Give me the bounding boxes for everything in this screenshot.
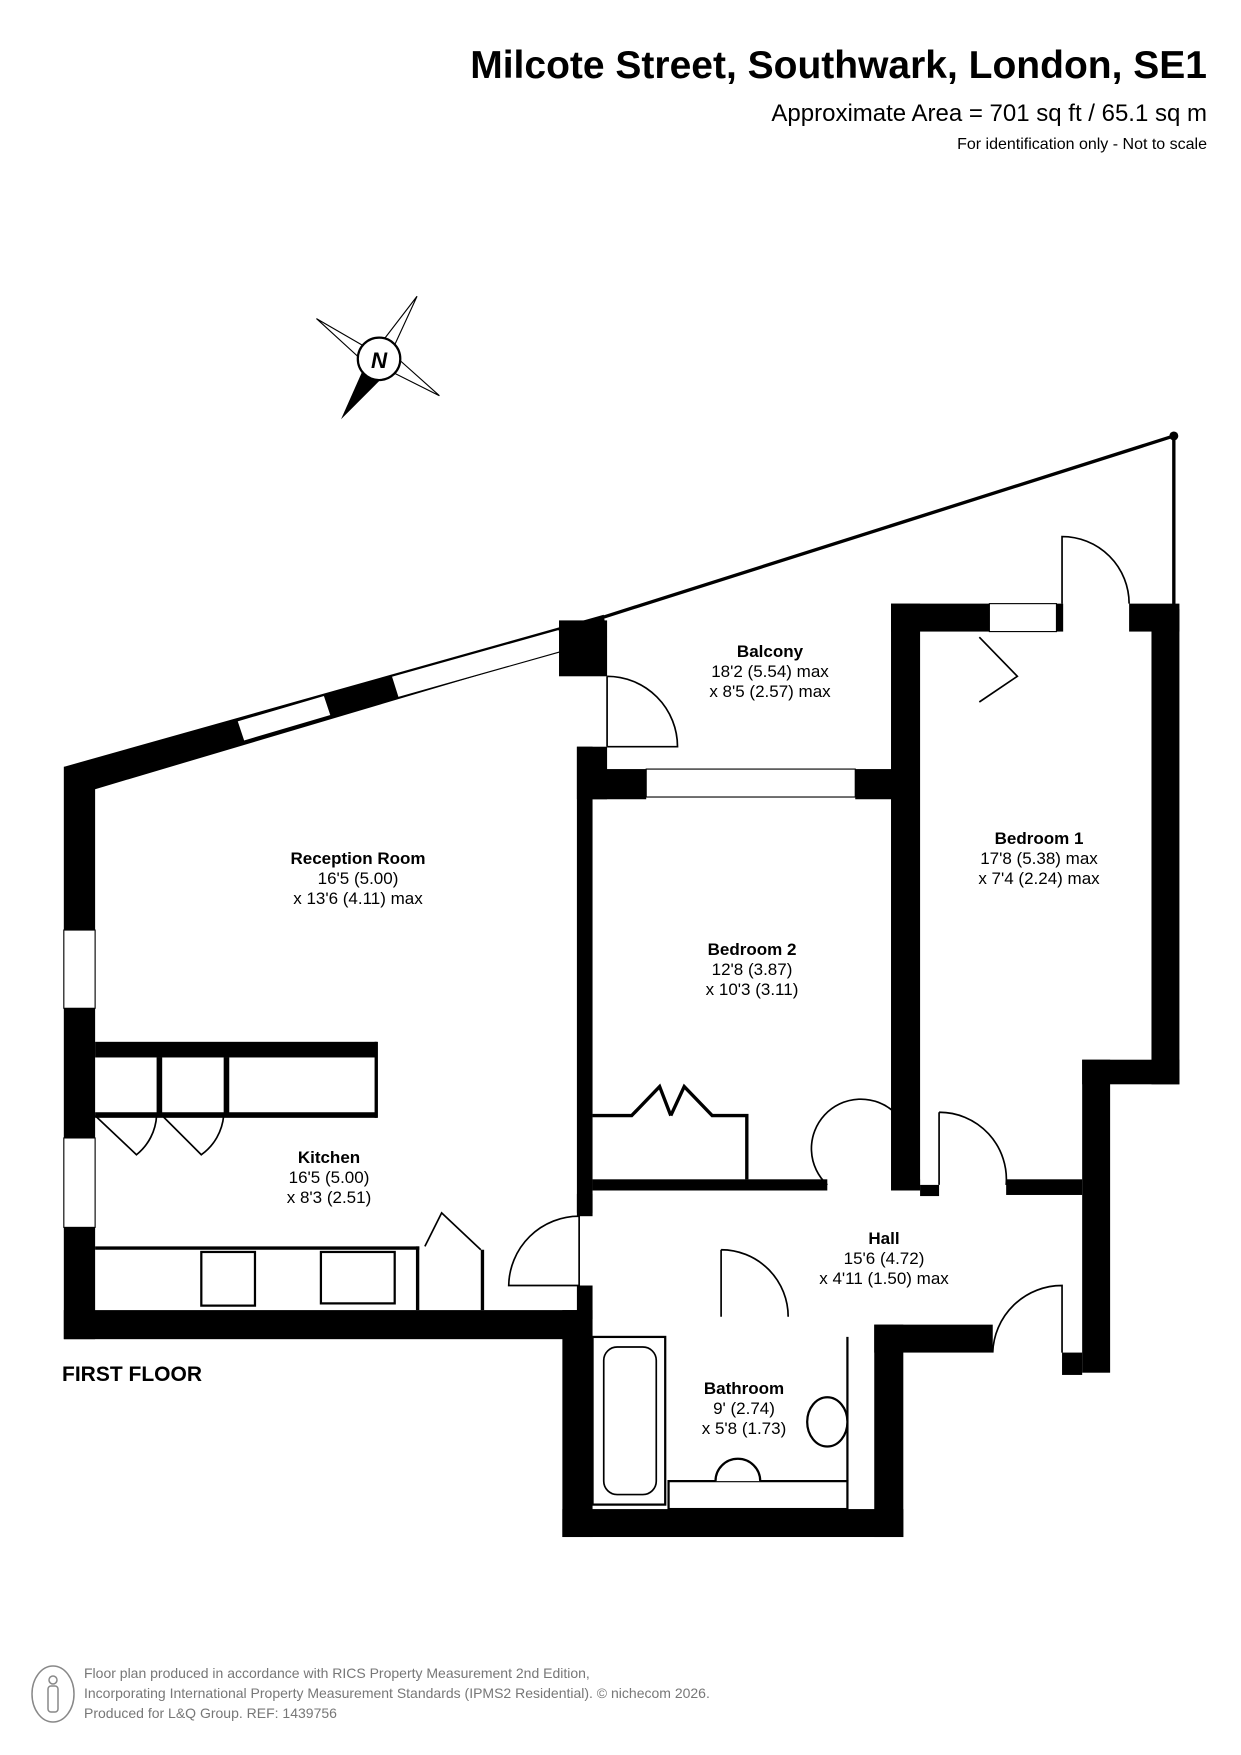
room-dim: 16'5 (5.00) (288, 1168, 370, 1187)
approximate-area: Approximate Area = 701 sq ft / 65.1 sq m (771, 100, 1207, 127)
room-dim: x 5'8 (1.73) (701, 1419, 787, 1438)
room-bathroom: Bathroom 9' (2.74) x 5'8 (1.73) (702, 1379, 787, 1439)
compass: N (316, 295, 440, 420)
room-dim: 12'8 (3.87) (711, 960, 793, 979)
room-name: Bathroom (703, 1379, 785, 1398)
room-dim: x 7'4 (2.24) max (978, 869, 1100, 888)
footer: Floor plan produced in accordance with R… (84, 1663, 710, 1723)
disclaimer: For identification only - Not to scale (957, 136, 1207, 153)
room-hall: Hall 15'6 (4.72) x 4'11 (1.50) max (819, 1229, 949, 1289)
footer-line: Floor plan produced in accordance with R… (84, 1665, 590, 1681)
room-name: Bedroom 1 (994, 829, 1084, 848)
room-name: Kitchen (297, 1148, 361, 1167)
doors (94, 535, 1130, 1353)
footer-line: Incorporating International Property Mea… (84, 1685, 710, 1701)
room-dim: 18'2 (5.54) max (711, 662, 829, 681)
room-dim: 9' (2.74) (713, 1399, 775, 1418)
room-name: Balcony (736, 642, 804, 661)
room-reception: Reception Room 16'5 (5.00) x 13'6 (4.11)… (290, 849, 425, 909)
room-balcony: Balcony 18'2 (5.54) max x 8'5 (2.57) max (709, 642, 830, 702)
room-dim: x 10'3 (3.11) (705, 980, 799, 999)
room-kitchen: Kitchen 16'5 (5.00) x 8'3 (2.51) (287, 1148, 372, 1208)
footer-line: Produced for L&Q Group. REF: 1439756 (84, 1705, 337, 1721)
room-name: Bedroom 2 (707, 940, 797, 959)
floor-label: FIRST FLOOR (62, 1363, 202, 1386)
compass-north-label: N (371, 348, 388, 373)
room-dim: x 13'6 (4.11) max (293, 889, 423, 908)
property-title: Milcote Street, Southwark, London, SE1 (470, 44, 1207, 87)
room-dim: 17'8 (5.38) max (980, 849, 1098, 868)
room-dim: x 8'5 (2.57) max (709, 682, 831, 701)
room-dim: x 8'3 (2.51) (286, 1188, 372, 1207)
room-name: Hall (868, 1229, 900, 1248)
room-bedroom-2: Bedroom 2 12'8 (3.87) x 10'3 (3.11) (706, 940, 799, 1000)
room-dim: x 4'11 (1.50) max (819, 1269, 949, 1288)
room-bedroom-1: Bedroom 1 17'8 (5.38) max x 7'4 (2.24) m… (978, 829, 1099, 889)
room-name: Reception Room (290, 849, 426, 868)
room-dim: 15'6 (4.72) (843, 1249, 925, 1268)
walls (63, 431, 1180, 1538)
person-icon (31, 1665, 75, 1723)
room-dim: 16'5 (5.00) (317, 869, 399, 888)
